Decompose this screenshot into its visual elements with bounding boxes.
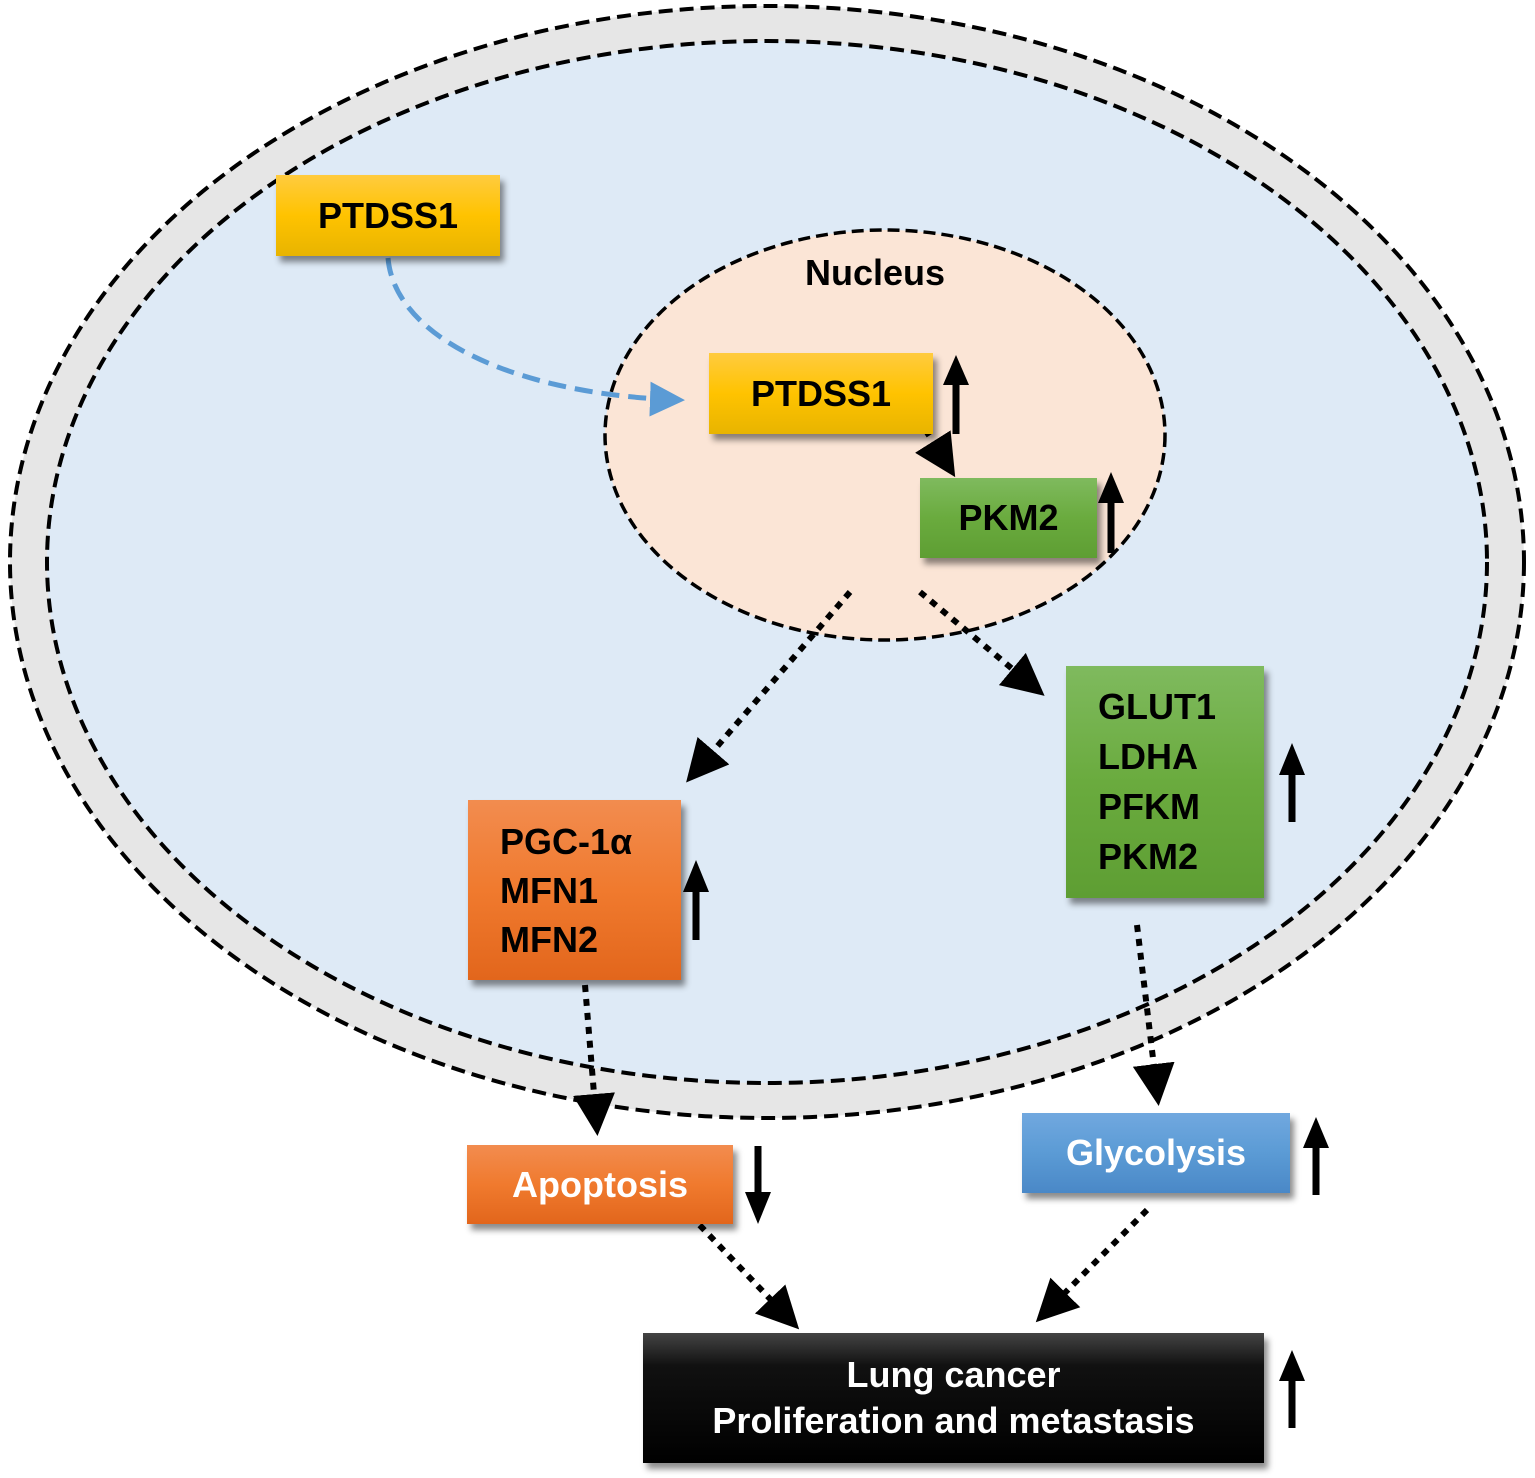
ptdss1-nucleus-node: PTDSS1: [709, 353, 933, 434]
mito-gene-pgc1a: PGC-1α: [500, 820, 633, 862]
glycolysis-node: Glycolysis: [1022, 1113, 1290, 1193]
glyco-gene-pfkm: PFKM: [1098, 786, 1200, 827]
apoptosis-node: Apoptosis: [467, 1145, 733, 1224]
glyco-gene-glut1: GLUT1: [1098, 686, 1217, 727]
outcome-line-1: Lung cancer: [846, 1354, 1061, 1395]
glycolysis-label: Glycolysis: [1065, 1132, 1247, 1173]
mito-gene-mfn2: MFN2: [500, 918, 598, 960]
glyco-gene-pkm2: PKM2: [1098, 836, 1199, 877]
up-arrow-glycolysis: [1303, 1117, 1329, 1195]
down-arrow-apoptosis: [745, 1146, 771, 1224]
pkm2-nucleus-label: PKM2: [958, 497, 1059, 538]
outcome-line-2: Proliferation and metastasis: [712, 1400, 1195, 1441]
arrow-mito-genes-to-apoptosis: [573, 984, 615, 1136]
up-arrow-ptdss1-nucleus: [943, 355, 969, 434]
glyco-gene-ldha: LDHA: [1098, 736, 1198, 777]
apoptosis-label: Apoptosis: [512, 1163, 688, 1205]
mito-genes-node: PGC-1α MFN1 MFN2: [468, 800, 681, 980]
ptdss1-cytoplasm-label: PTDSS1: [317, 194, 459, 236]
arrow-apoptosis-to-outcome: [687, 1212, 800, 1330]
up-arrow-mito-genes: [683, 860, 709, 940]
up-arrow-glyco-genes: [1279, 743, 1305, 822]
translocation-arrow: [385, 257, 685, 417]
nucleus-label: Nucleus: [805, 252, 946, 293]
up-arrow-pkm2: [1098, 472, 1124, 553]
ptdss1-cytoplasm-node: PTDSS1: [276, 175, 500, 256]
mito-gene-mfn1: MFN1: [500, 869, 598, 911]
arrow-ptdss1-to-pkm2: [915, 416, 956, 478]
arrow-pkm2-to-glyco-genes: [918, 589, 1045, 696]
ptdss1-nucleus-label: PTDSS1: [750, 372, 892, 414]
glyco-genes-node: GLUT1 LDHA PFKM PKM2: [1066, 666, 1264, 898]
arrow-glycolysis-to-outcome: [1035, 1207, 1150, 1323]
arrow-glyco-genes-to-glycolysis: [1132, 924, 1175, 1106]
outcome-node: Lung cancer Proliferation and metastasis: [643, 1333, 1264, 1463]
up-arrow-outcome: [1279, 1350, 1305, 1428]
pkm2-nucleus-node: PKM2: [920, 478, 1097, 558]
